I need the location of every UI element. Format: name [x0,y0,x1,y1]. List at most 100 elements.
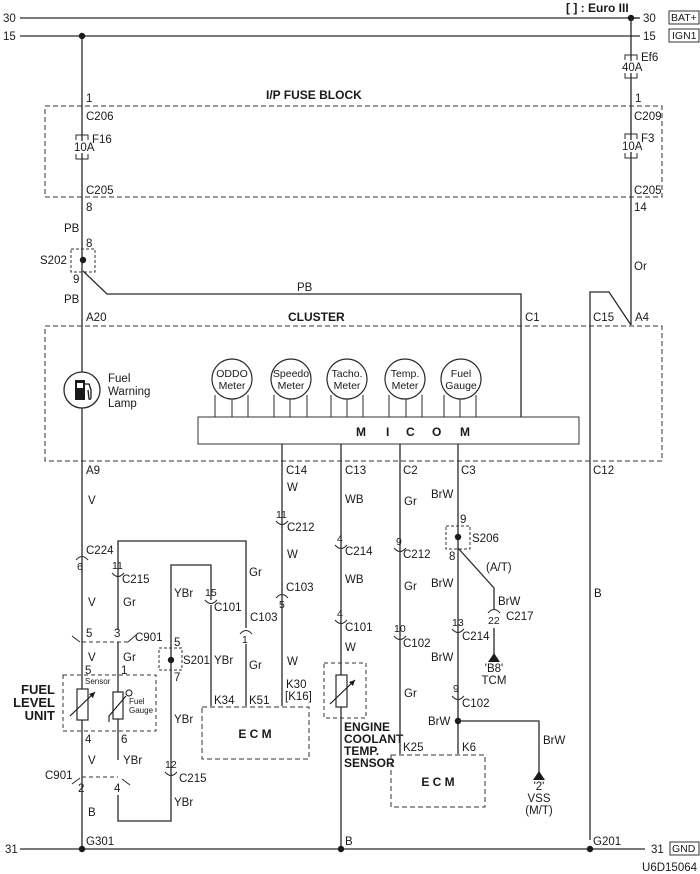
connector-label: C102 [403,638,431,650]
meter-label: Meter [219,380,246,392]
connector-label: C103 [250,612,278,624]
pin-label: 8 [86,238,92,250]
connector-label: C212 [403,549,431,561]
wire-color-label: BrW [428,716,451,728]
ground-label: G301 [86,836,114,848]
sensor-title: SENSOR [344,756,395,770]
meter-tacho: Tacho. Meter [326,358,368,417]
sensor-title: COOLANT [344,732,404,746]
pin-label: [K16] [285,691,312,703]
micom-letter: O [432,425,441,439]
vss-mt-label: (M/T) [525,805,553,817]
connector-label: C101 [214,602,242,614]
gr-loop-wire [117,540,247,630]
wire-color-label: BrW [431,578,454,590]
connector-c224-symbol [75,556,89,561]
pin-label: 6 [121,734,127,746]
pin-label: 22 [488,615,500,627]
lamp-label: Warning [108,386,150,398]
meter-label: Meter [278,380,305,392]
wire-color-label: W [287,656,298,668]
wire-color-label: Gr [123,597,136,609]
pin-label: 9 [73,274,79,286]
gauge-label: Fuel [129,697,145,706]
euro-iii-legend: [ ] : Euro III [566,1,629,15]
pin-label: C13 [345,465,366,477]
connector-label: C212 [287,522,315,534]
pin-label: 9 [396,536,402,548]
micom-letter: M [460,425,470,439]
engine-fuse-ef6: 40A Ef6 [621,52,658,79]
ground-junction-dot [337,845,345,853]
pin-label: 8 [86,202,92,214]
rail-30-bat: 30 30 BAT+ [3,10,700,25]
connector-label: C215 [122,574,150,586]
sensor-title: ENGINE [344,720,390,734]
pin-label: 4 [337,608,343,620]
bat-tag: BAT+ [671,12,697,24]
pin-label: K30 [286,679,306,691]
micom-letter: C [406,425,415,439]
ybr-return-wire [117,662,172,822]
pin-label: 4 [337,533,343,545]
rail-31-gnd: 31 31 GND [5,841,700,856]
connector-label: C101 [345,622,373,634]
ign-tag-box [668,28,700,43]
pin-label: 3 [114,628,120,640]
connector-label: C901 [45,770,73,782]
tcm-label: TCM [482,675,507,687]
lamp-label: Fuel [108,373,130,385]
meter-label: Speedo [273,368,309,380]
rail-31-left-label: 31 [5,844,18,856]
wire-color-label: Gr [249,567,262,579]
splice-name: S202 [40,255,67,267]
connector-label: C103 [286,582,314,594]
ground-label: G201 [593,836,621,848]
diagram-id-code: U6D15064 [642,862,698,874]
wire-color-label: YBr [214,655,233,667]
pin-label: 4 [85,734,92,746]
meter-label: Fuel [451,368,471,380]
coolant-temp-sensor: ENGINE COOLANT TEMP. SENSOR [323,662,404,770]
pin-label: A9 [86,465,100,477]
meter-label: Gauge [445,380,477,392]
vss-terminal-arrow-icon [533,771,545,780]
at-label: (A/T) [486,562,512,574]
c15-wire [589,291,632,840]
connector-label: C214 [462,631,490,643]
splice-name: S201 [183,655,210,667]
wire-color-label: Gr [404,496,417,508]
wire-color-label: BrW [543,735,566,747]
pin-label: 15 [205,587,217,599]
connector-label: C224 [86,545,114,557]
fuel-level-unit: 5 1 Sensor Fuel Gauge FUEL LEVEL UNIT 4 … [13,665,157,746]
wire-color-label: WB [345,574,364,586]
vss-wire [458,720,540,772]
pin-label: A4 [635,312,650,324]
fuel-sensor-resistor-icon [69,688,96,721]
wire-color-label: Or [634,261,647,273]
sensor-label: Sensor [85,677,111,686]
wire-color-label: W [287,549,298,561]
pin-label: 5 [174,637,180,649]
wire-color-label: V [88,755,96,767]
connector-c901-bottom: C901 2 4 [45,770,131,795]
sensor-title: TEMP. [344,744,379,758]
pin-label: 9 [453,683,459,695]
splice-s206: 9 S206 8 [445,514,499,563]
fuel-gauge-resistor-icon [108,689,133,722]
unit-title: LEVEL [13,695,55,710]
wire-color-label: YBr [174,797,193,809]
connector-label: C205 [86,185,114,197]
meter-temp: Temp. Meter [384,358,426,417]
tcm-pin-label: 'B8' [485,663,503,675]
wire-color-label: Gr [404,581,417,593]
pin-label: A20 [86,312,106,324]
pin-label: 1 [121,665,127,677]
wire-color-label: PB [297,282,313,294]
rail-15-left-label: 15 [3,31,16,43]
pin-label: 5 [86,628,92,640]
unit-title: UNIT [25,708,55,723]
pin-label: 7 [174,672,180,684]
